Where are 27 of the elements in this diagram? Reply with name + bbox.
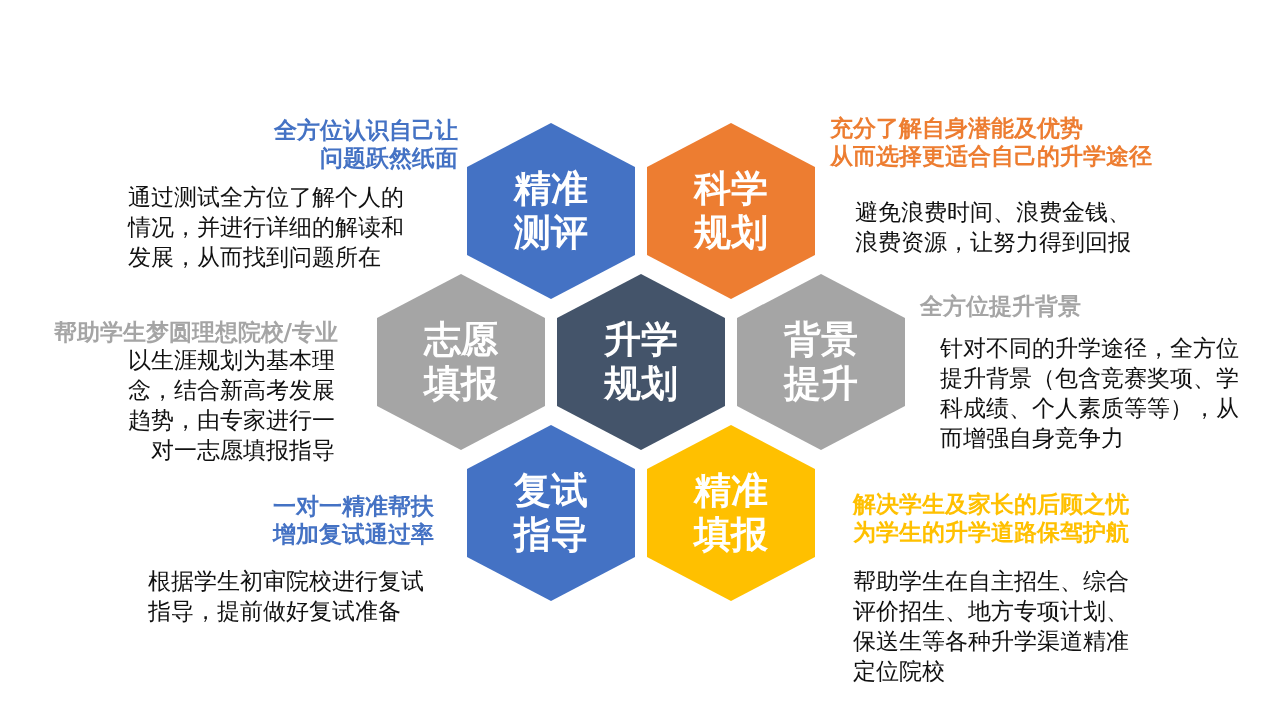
hexagon-label: 背景提升 (782, 318, 859, 406)
feature-description: 根据学生初审院校进行复试指导，提前做好复试准备 (148, 567, 425, 626)
hexagon-tile (467, 123, 635, 299)
hexagon-label: 科学规划 (692, 167, 769, 255)
hexagon-label: 精准填报 (692, 469, 769, 557)
hexagon-label: 升学规划 (603, 318, 679, 406)
hexagon-tile (737, 274, 905, 450)
feature-description: 以生涯规划为基本理念，结合新高考发展趋势，由专家进行一对一志愿填报指导 (127, 346, 335, 465)
hexagon-tile (377, 274, 545, 450)
feature-description: 帮助学生在自主招生、综合评价招生、地方专项计划、保送生等各种升学渠道精准定位院校 (853, 567, 1130, 686)
feature-heading: 解决学生及家长的后顾之忧为学生的升学道路保驾护航 (853, 490, 1130, 546)
hexagon-tile (647, 425, 815, 601)
feature-description: 避免浪费时间、浪费金钱、浪费资源，让努力得到回报 (855, 198, 1132, 257)
hexagon-tile (647, 123, 815, 299)
feature-heading: 全方位提升背景 (920, 292, 1082, 320)
feature-heading: 一对一精准帮扶增加复试通过率 (271, 492, 434, 548)
feature-description: 通过测试全方位了解个人的情况，并进行详细的解读和发展，从而找到问题所在 (128, 183, 405, 272)
hexagon-label: 复试指导 (512, 469, 589, 557)
hexagon-label: 志愿填报 (422, 318, 499, 406)
feature-heading: 全方位认识自己让问题跃然纸面 (273, 116, 458, 172)
hexagon-label: 精准测评 (512, 167, 589, 255)
feature-description: 针对不同的升学途径，全方位提升背景（包含竞赛奖项、学科成绩、个人素质等等），从而增强自身竞争力 (940, 334, 1240, 453)
feature-heading: 帮助学生梦圆理想院校/专业 (52, 318, 338, 346)
hexagon-tile (557, 274, 725, 450)
feature-heading: 充分了解自身潜能及优势 (830, 114, 1084, 142)
hexagon-tile (467, 425, 635, 601)
feature-heading: 从而选择更适合自己的升学途径 (830, 142, 1153, 170)
